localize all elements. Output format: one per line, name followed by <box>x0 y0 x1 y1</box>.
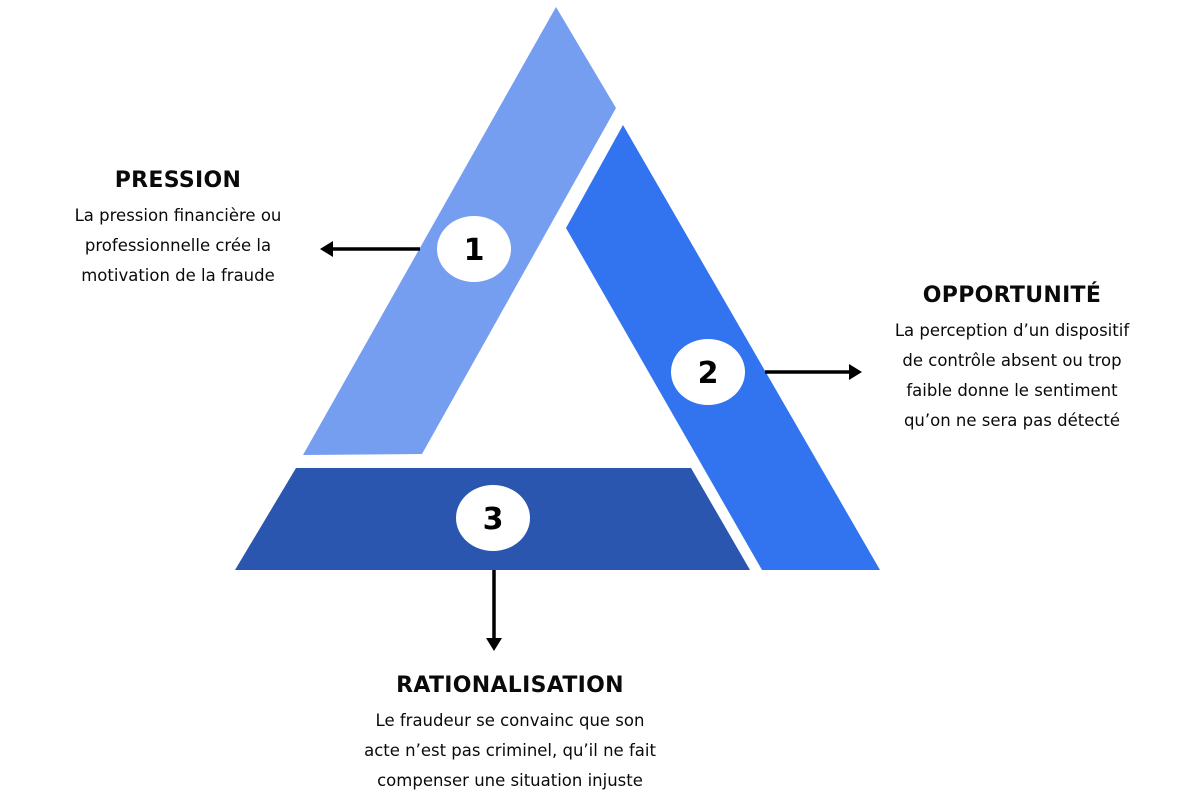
desc-line: acte n’est pas criminel, qu’il ne fait <box>364 741 656 760</box>
opportunite-title: OPPORTUNITÉ <box>922 283 1102 308</box>
desc-line: motivation de la fraude <box>81 266 275 285</box>
arrow-right-icon <box>765 364 862 380</box>
desc-line: Le fraudeur se convainc que son <box>375 711 645 730</box>
number-circle-1: 1 <box>437 216 511 282</box>
rationalisation-block: RATIONALISATION Le fraudeur se convainc … <box>300 673 720 796</box>
opportunite-block: OPPORTUNITÉ La perception d’un dispositi… <box>852 283 1172 436</box>
rationalisation-description: Le fraudeur se convainc que son acte n’e… <box>300 706 720 796</box>
svg-text:1: 1 <box>464 233 485 268</box>
desc-line: qu’on ne sera pas détecté <box>903 411 1121 430</box>
arrow-left-icon <box>320 241 420 257</box>
desc-line: faible donne le sentiment <box>906 381 1118 400</box>
pression-block: PRESSION La pression financière ou profe… <box>38 168 318 291</box>
desc-line: La perception d’un dispositif <box>894 321 1130 340</box>
rationalisation-title: RATIONALISATION <box>396 673 624 698</box>
opportunite-description: La perception d’un dispositif de contrôl… <box>852 316 1172 436</box>
number-circle-3: 3 <box>456 485 530 551</box>
desc-line: La pression financière ou <box>74 206 282 225</box>
desc-line: professionnelle crée la <box>84 236 272 255</box>
number-circle-2: 2 <box>671 339 745 405</box>
svg-text:2: 2 <box>698 356 719 391</box>
pression-description: La pression financière ou professionnell… <box>38 201 318 291</box>
pression-title: PRESSION <box>114 168 242 193</box>
desc-line: compenser une situation injuste <box>377 771 643 790</box>
svg-text:3: 3 <box>483 502 504 537</box>
desc-line: de contrôle absent ou trop <box>902 351 1122 370</box>
arrow-down-icon <box>486 570 502 651</box>
